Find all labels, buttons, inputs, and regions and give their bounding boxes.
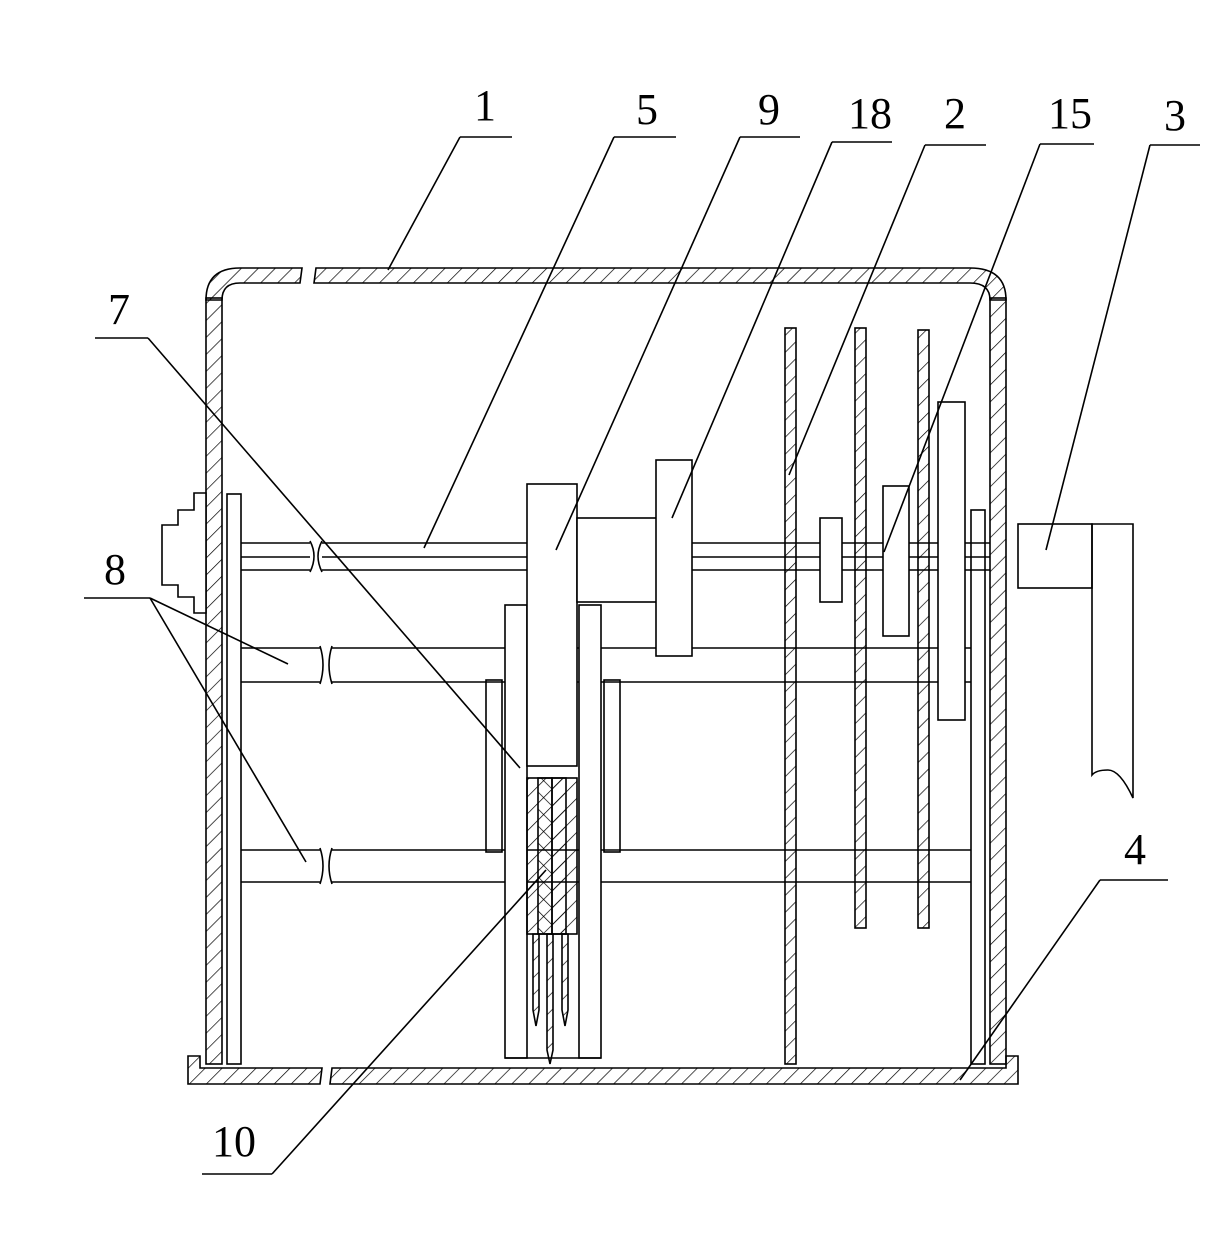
- base-plate: [187, 1055, 1019, 1085]
- vertical-plates: [784, 327, 930, 1065]
- inner-frame: [226, 493, 986, 1065]
- label-1: 1: [474, 81, 496, 130]
- label-15: 15: [1048, 89, 1092, 138]
- pulley: [655, 459, 693, 657]
- left-knob: [161, 492, 207, 614]
- punch-head: [526, 777, 578, 1065]
- reference-numerals: 1 5 9 18 2 15 3 7 8 4 10: [104, 81, 1186, 1166]
- label-9: 9: [758, 85, 780, 134]
- label-3: 3: [1164, 91, 1186, 140]
- label-2: 2: [944, 89, 966, 138]
- label-7: 7: [108, 285, 130, 334]
- label-8: 8: [104, 545, 126, 594]
- label-10: 10: [212, 1117, 256, 1166]
- label-18: 18: [848, 89, 892, 138]
- label-4: 4: [1124, 825, 1146, 874]
- label-5: 5: [636, 85, 658, 134]
- slider-carriage: [504, 604, 602, 1059]
- leader-lines: [84, 136, 1200, 1175]
- gear-elements: [819, 401, 966, 721]
- cam-block: [526, 483, 658, 767]
- housing-cover: [205, 267, 1007, 1065]
